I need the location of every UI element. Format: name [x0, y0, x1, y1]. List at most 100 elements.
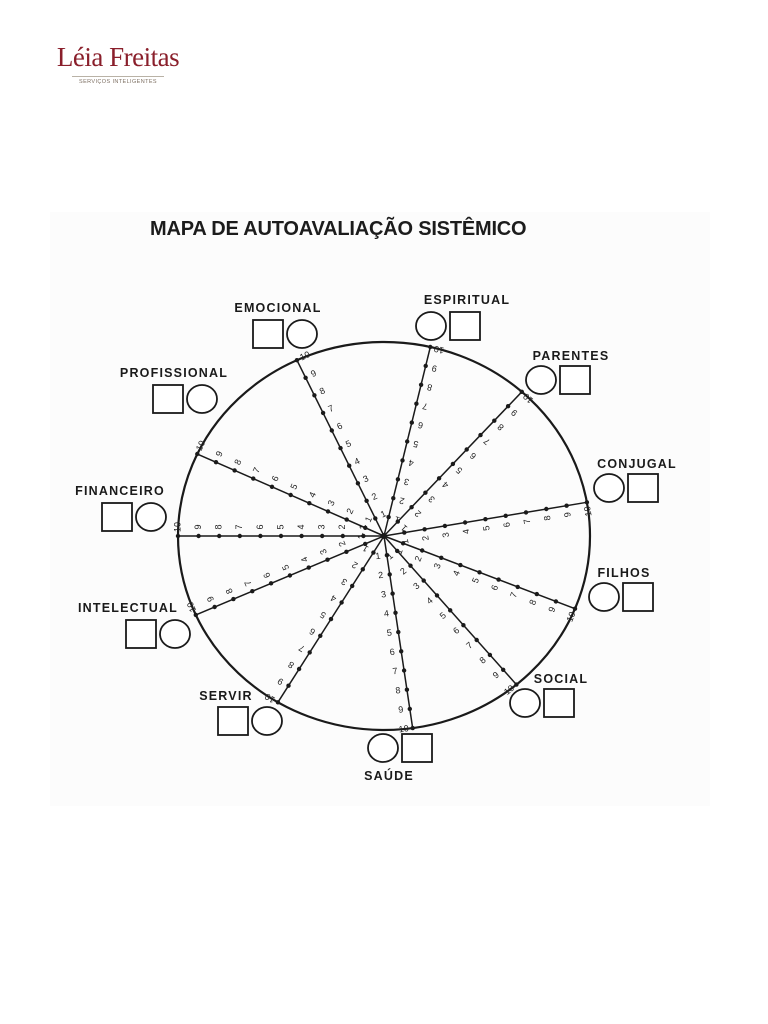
tick-dot	[286, 683, 291, 688]
tick-label: 9	[214, 449, 225, 458]
tick-label: 5	[470, 576, 481, 584]
answer-circle	[251, 706, 283, 736]
answer-square	[449, 311, 481, 341]
tick-label: 4	[425, 595, 435, 606]
tick-dot	[386, 514, 391, 520]
answer-circle	[367, 733, 399, 763]
area-label: SERVIR	[199, 689, 253, 703]
tick-dot	[303, 375, 308, 380]
tick-dot	[395, 519, 400, 524]
tick-dot	[344, 549, 349, 554]
tick-label: 8	[477, 655, 487, 666]
tick-dot	[307, 501, 312, 506]
tick-label: 9	[491, 670, 501, 681]
answer-square	[252, 319, 284, 349]
tick-dot	[519, 389, 524, 394]
tick-dot	[320, 410, 326, 416]
tick-dot	[434, 593, 440, 598]
tick-dot	[338, 445, 343, 451]
tick-label: 9	[309, 368, 318, 379]
area-label: INTELECTUAL	[78, 601, 178, 615]
tick-label: 6	[261, 571, 272, 580]
page-title: MAPA DE AUTOAVALIAÇÃO SISTÊMICO	[150, 218, 527, 240]
tick-dot	[401, 668, 407, 673]
tick-label: 3	[339, 576, 348, 587]
tick-dot	[393, 610, 398, 615]
tick-dot	[400, 458, 405, 463]
tick-label: 4	[296, 524, 306, 529]
area-label: CONJUGAL	[597, 457, 677, 471]
tick-dot	[414, 401, 419, 406]
tick-dot	[396, 629, 401, 635]
tick-dot	[278, 533, 284, 539]
answer-circle	[159, 619, 191, 649]
tick-label: 10	[194, 439, 207, 452]
tick-dot	[390, 591, 395, 596]
tick-label: 5	[481, 525, 492, 532]
tick-label: 8	[214, 524, 224, 529]
tick-label: 6	[335, 421, 344, 432]
tick-label: 6	[417, 420, 424, 431]
tick-dot	[420, 548, 425, 553]
tick-dot	[404, 687, 410, 692]
tick-label: 8	[224, 587, 235, 596]
tick-dot	[492, 418, 497, 423]
tick-label: 1	[375, 551, 381, 562]
tick-dot	[363, 525, 368, 530]
tick-label: 9	[276, 676, 285, 687]
brand-logo: Léia Freitas SERVIÇOS INTELIGENTES	[52, 40, 184, 92]
tick-label: 9	[509, 407, 519, 418]
tick-dot	[329, 428, 334, 433]
tick-label: 7	[234, 524, 244, 529]
tick-label: 4	[451, 569, 462, 577]
tick-dot	[399, 649, 404, 654]
tick-dot	[474, 637, 479, 643]
tick-dot	[458, 562, 463, 568]
tick-label: 10	[521, 391, 535, 405]
tick-dot	[496, 577, 501, 582]
tick-label: 4	[307, 490, 318, 499]
tick-label: 3	[403, 476, 410, 487]
tick-label: 2	[413, 554, 424, 562]
answer-square	[152, 384, 184, 414]
tick-dot	[217, 533, 222, 539]
tick-label: 8	[395, 685, 401, 696]
tick-dot	[450, 461, 456, 467]
tick-label: 3	[361, 473, 370, 484]
answer-square	[101, 502, 133, 532]
tick-dot	[328, 616, 334, 622]
tick-dot	[288, 492, 293, 498]
tick-label: 3	[426, 494, 436, 505]
tick-dot	[410, 725, 415, 731]
tick-dot	[487, 652, 493, 658]
tick-label: 2	[370, 491, 379, 502]
tick-dot	[409, 420, 414, 425]
tick-label: 10	[565, 610, 578, 623]
tick-dot	[325, 557, 330, 562]
tick-label: 8	[232, 458, 243, 467]
tick-dot	[408, 563, 413, 568]
tick-label: 7	[522, 518, 533, 525]
tick-dot	[418, 382, 424, 387]
tick-label: 2	[337, 524, 347, 529]
tick-label: 5	[454, 465, 464, 476]
tick-label: 6	[468, 451, 478, 462]
answer-circle	[415, 311, 447, 341]
tick-label: 3	[411, 580, 421, 591]
tick-dot	[306, 565, 311, 570]
tick-label: 6	[308, 626, 317, 637]
tick-dot	[428, 344, 433, 350]
tick-dot	[312, 393, 317, 398]
spoke-espiritual: 12345678910ESPIRITUAL	[383, 293, 509, 537]
tick-dot	[505, 404, 511, 409]
tick-label: 6	[501, 521, 512, 528]
tick-label: 10	[582, 506, 594, 518]
tick-label: 5	[412, 439, 419, 450]
answer-circle	[509, 688, 541, 718]
answer-circle	[525, 365, 557, 395]
area-label: FILHOS	[597, 566, 650, 580]
